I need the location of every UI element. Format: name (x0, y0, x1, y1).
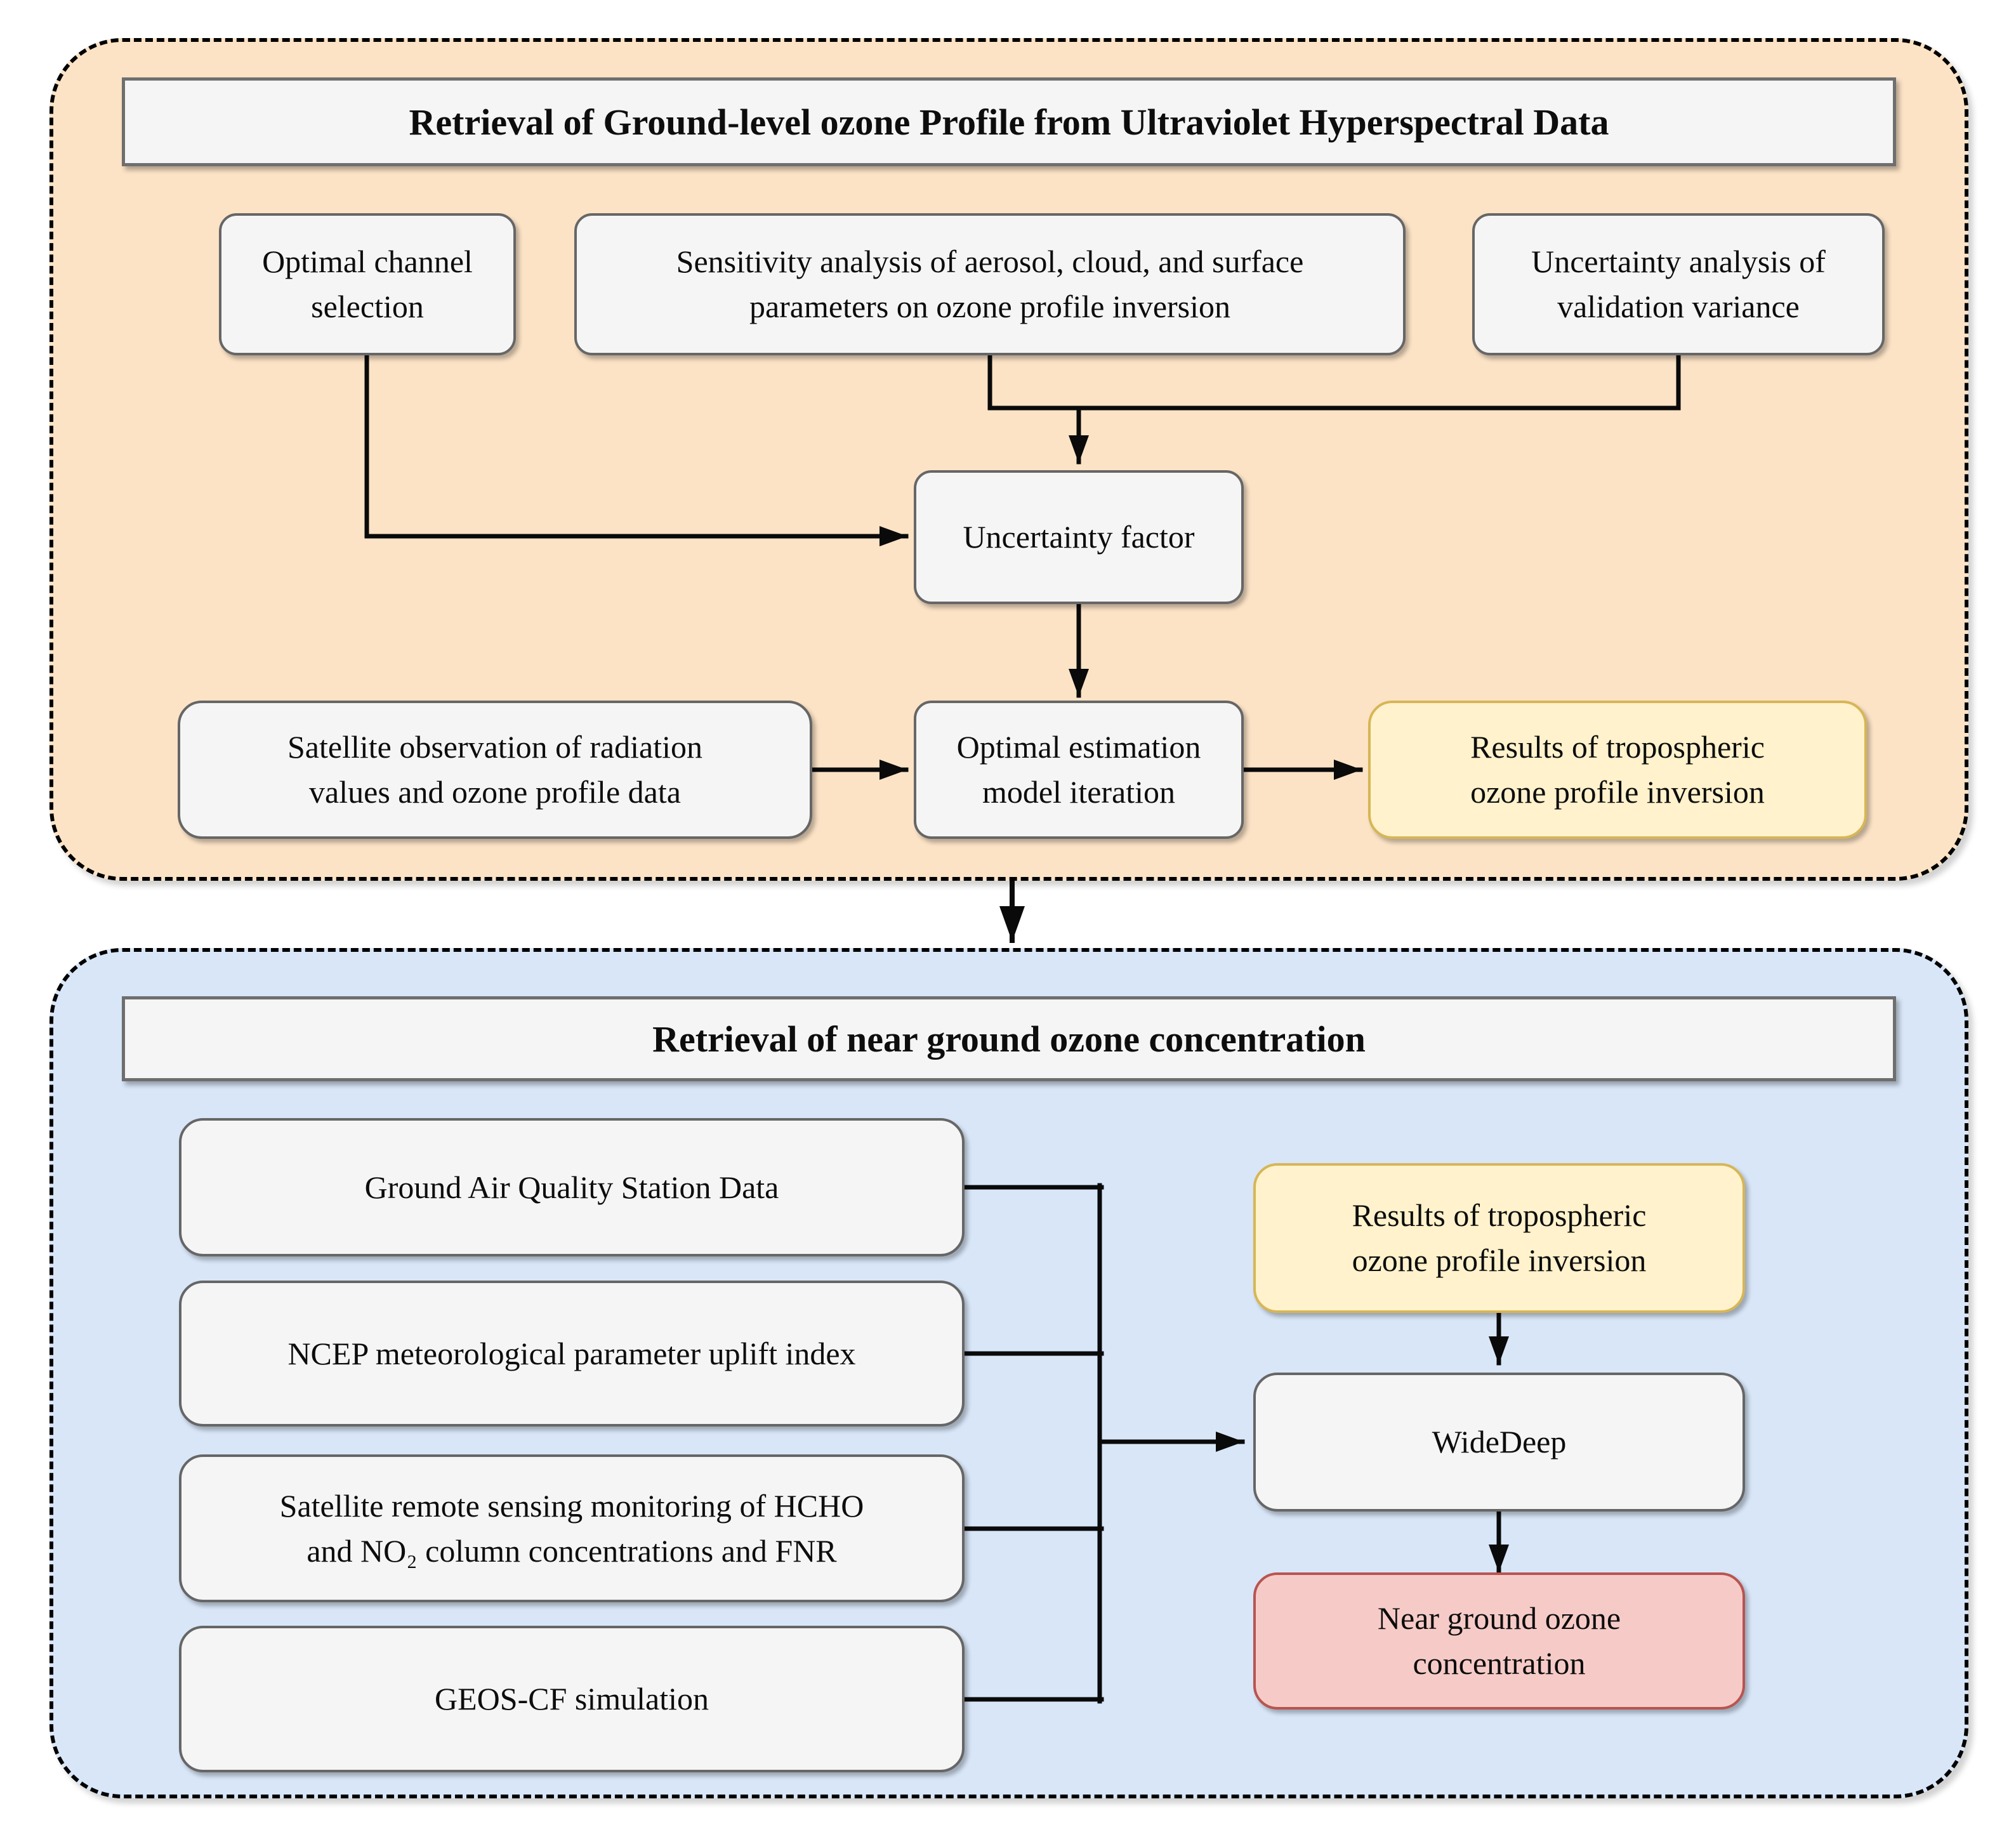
node-geos-cf-simulation: GEOS-CF simulation (179, 1626, 965, 1772)
node-satellite-hcho-no2-fnr: Satellite remote sensing monitoring of H… (179, 1454, 965, 1602)
node-ground-station-data: Ground Air Quality Station Data (179, 1118, 965, 1256)
bottom-panel-title: Retrieval of near ground ozone concentra… (122, 996, 1896, 1081)
node-optimal-estimation: Optimal estimation model iteration (914, 701, 1244, 839)
node-ncep-uplift-index: NCEP meteorological parameter uplift ind… (179, 1281, 965, 1426)
node-results-inversion-bottom: Results of tropospheric ozone profile in… (1253, 1163, 1745, 1313)
top-panel-title: Retrieval of Ground-level ozone Profile … (122, 77, 1896, 166)
node-widedeep-model: WideDeep (1253, 1373, 1745, 1512)
node-uncertainty-factor: Uncertainty factor (914, 470, 1244, 604)
node-results-inversion-top: Results of tropospheric ozone profile in… (1368, 701, 1867, 839)
node-sensitivity-analysis: Sensitivity analysis of aerosol, cloud, … (574, 213, 1406, 355)
node-satellite-observation: Satellite observation of radiation value… (178, 701, 812, 839)
node-near-ground-ozone: Near ground ozone concentration (1253, 1572, 1745, 1710)
node-uncertainty-analysis: Uncertainty analysis of validation varia… (1472, 213, 1885, 355)
arrow-optimal-channel-to-uncertainty-factor (364, 352, 909, 546)
node-optimal-channel-selection: Optimal channel selection (219, 213, 516, 355)
